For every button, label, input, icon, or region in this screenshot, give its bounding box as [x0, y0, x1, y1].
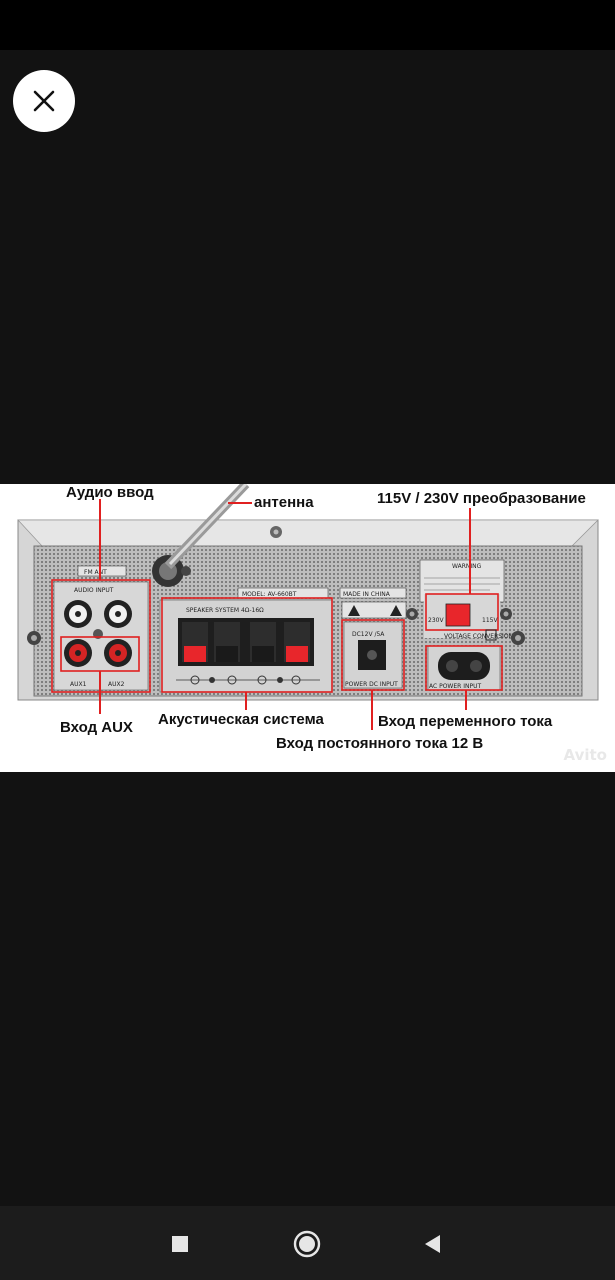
back-triangle-icon: [425, 1235, 440, 1253]
callout-lines: [99, 499, 471, 730]
callout-antenna: антенна: [254, 494, 314, 511]
callout-speaker-system: Акустическая система: [158, 711, 324, 728]
ac-power-input-label: AC POWER INPUT: [429, 683, 482, 690]
callout-voltage-conversion: 115V / 230V преобразование: [377, 490, 586, 507]
dc-rating-label: DC12V /5A: [352, 631, 385, 638]
aux1-label: AUX1: [70, 681, 87, 688]
callout-ac-input: Вход переменного тока: [378, 713, 553, 730]
model-label: MODEL: AV-660BT: [242, 591, 297, 598]
recents-button[interactable]: [160, 1224, 200, 1264]
close-button[interactable]: [13, 70, 75, 132]
recents-square-icon: [172, 1236, 188, 1252]
power-dc-input-label: POWER DC INPUT: [345, 681, 398, 688]
callout-audio-input: Аудио ввод: [66, 484, 154, 501]
amplifier-back-panel-image: FM ANT AUDIO INPUT AUX1 AUX2 MODEL: AV-6…: [17, 484, 599, 730]
v115-label: 115V: [482, 617, 498, 624]
avito-watermark: Avito: [563, 746, 607, 764]
home-circle-icon: [293, 1230, 321, 1258]
back-button[interactable]: [413, 1224, 453, 1264]
speaker-terminals: [182, 622, 310, 662]
voltage-conversion-label: VOLTAGE CONVERSION: [444, 633, 513, 640]
callout-aux-input: Вход AUX: [60, 719, 133, 736]
callout-dc-input: Вход постоянного тока 12 В: [276, 735, 484, 752]
speaker-system-panel-label: SPEAKER SYSTEM 4Ω-16Ω: [186, 607, 264, 614]
close-icon: [33, 90, 55, 112]
home-button[interactable]: [287, 1224, 327, 1264]
v230-label: 230V: [428, 617, 444, 624]
rca-jacks: [64, 600, 132, 667]
warning-label: WARNING: [452, 563, 482, 570]
product-photo[interactable]: FM ANT AUDIO INPUT AUX1 AUX2 MODEL: AV-6…: [0, 484, 615, 772]
audio-input-panel-label: AUDIO INPUT: [74, 587, 114, 594]
fm-ant-label: FM ANT: [84, 569, 107, 576]
aux2-label: AUX2: [108, 681, 125, 688]
navigation-bar: [0, 1206, 615, 1280]
made-in-label: MADE IN CHINA: [343, 591, 391, 598]
status-bar: [0, 0, 615, 50]
